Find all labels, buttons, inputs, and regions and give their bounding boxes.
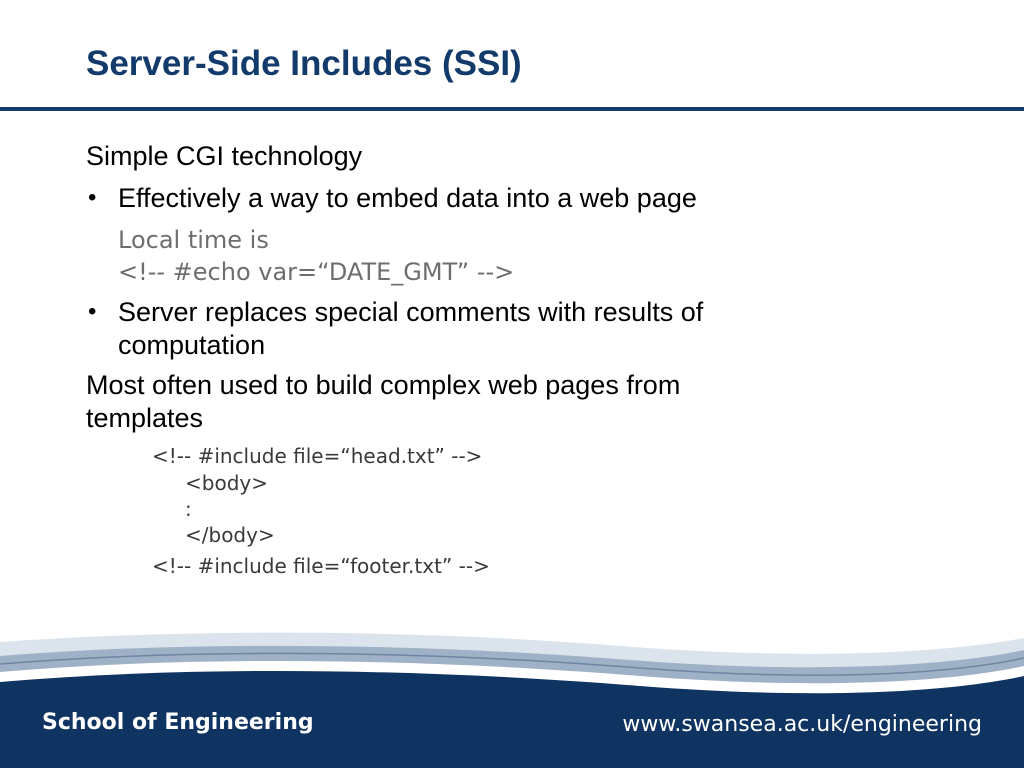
footer-school-name: School of Engineering	[42, 710, 314, 735]
bullet-marker-1: •	[88, 184, 97, 211]
paragraph-2-line-1: Most often used to build complex web pag…	[86, 370, 681, 400]
bullet-1-text: Effectively a way to embed data into a w…	[118, 183, 697, 213]
code-example-2-line-1: <!-- #include file=“head.txt” -->	[152, 444, 483, 468]
footer-wave-band	[0, 632, 1024, 768]
intro-text: Simple CGI technology	[86, 141, 363, 171]
bullet-2-text-line-1: Server replaces special comments with re…	[118, 297, 704, 327]
footer-website-url: www.swansea.ac.uk/engineering	[622, 712, 982, 737]
code-example-2-line-4: </body>	[185, 523, 275, 547]
bullet-2-text-line-2: computation	[118, 330, 266, 360]
paragraph-2-line-2: templates	[86, 403, 204, 433]
code-example-1-line-1: Local time is	[118, 226, 269, 254]
bullet-marker-2: •	[88, 298, 97, 325]
code-example-2-line-5: <!-- #include file=“footer.txt” -->	[152, 554, 490, 578]
code-example-2-line-2: <body>	[185, 471, 268, 495]
code-example-1-line-2: <!-- #echo var=“DATE_GMT” -->	[118, 258, 515, 286]
title-divider	[0, 107, 1024, 111]
slide-title: Server-Side Includes (SSI)	[86, 44, 522, 83]
code-example-2-line-3: :	[185, 497, 192, 521]
